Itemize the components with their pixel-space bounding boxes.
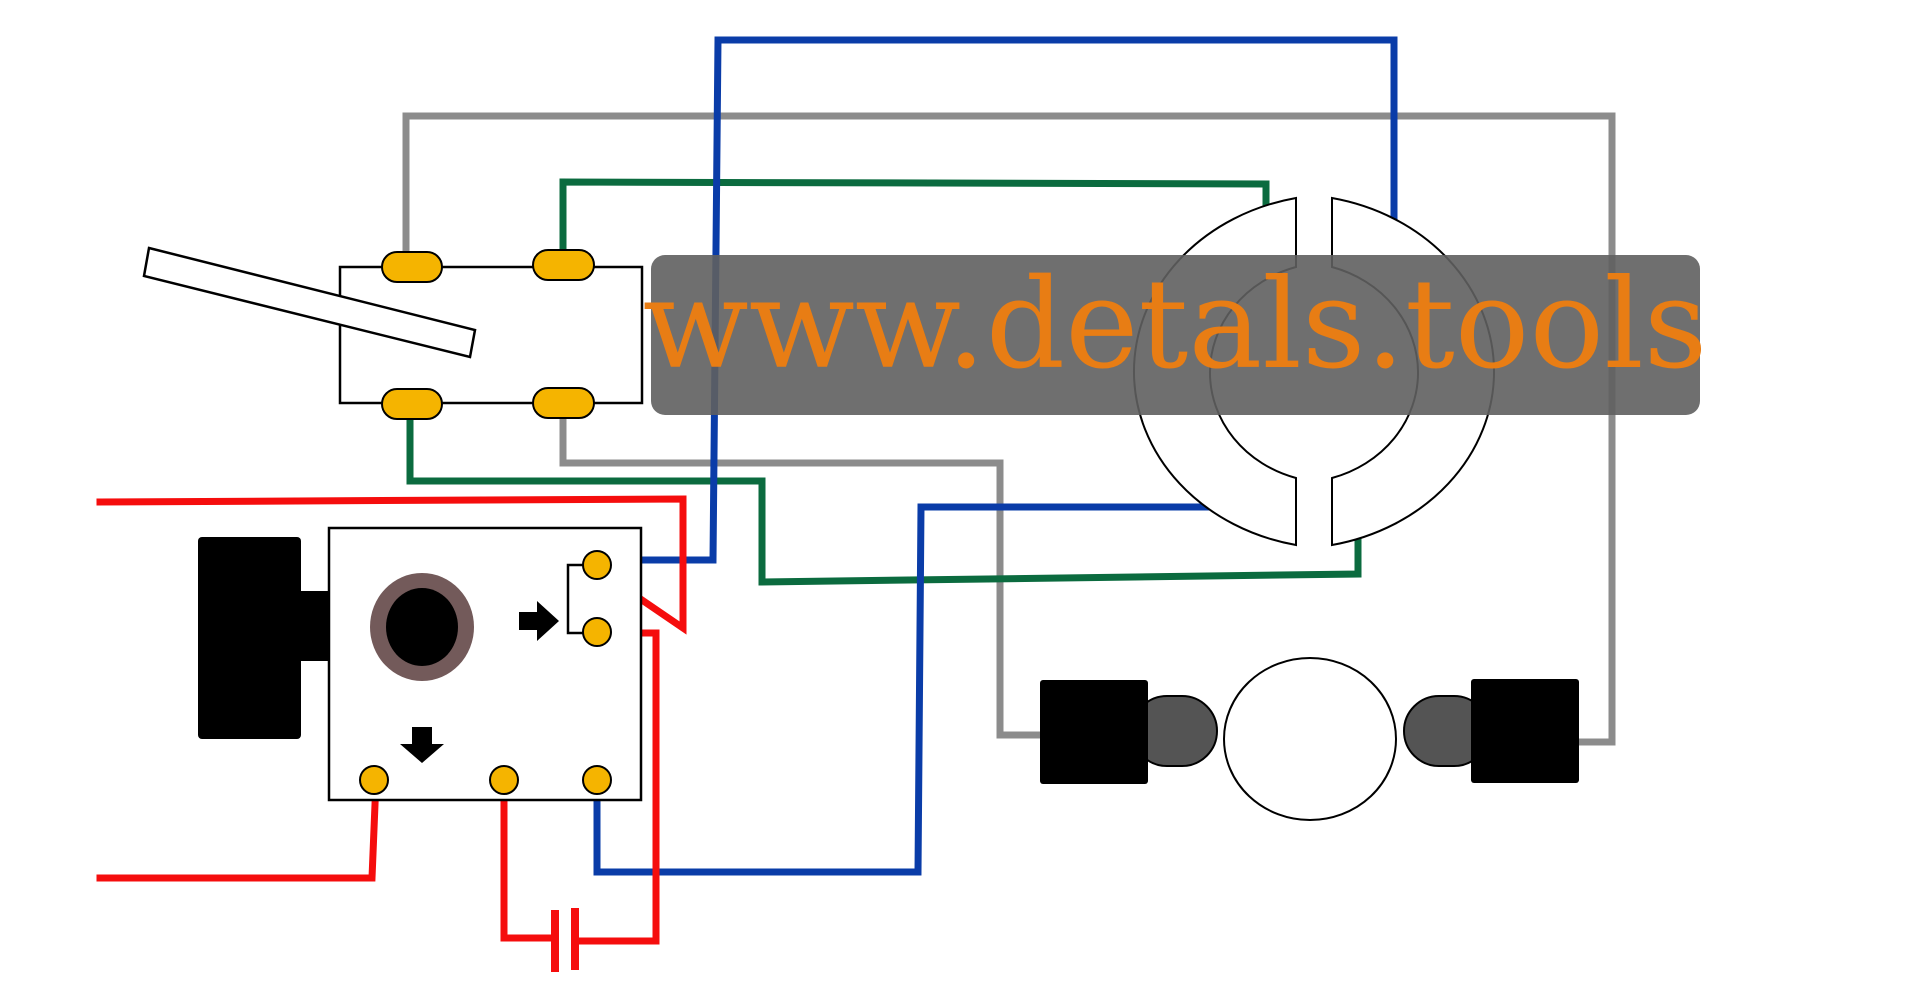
motor-brushes — [1040, 657, 1579, 821]
wire-blue-top — [592, 36, 1398, 564]
switch-terminal — [532, 249, 595, 281]
toggle-switch — [142, 246, 644, 420]
wire-green-bottom — [406, 399, 1362, 586]
wire-red-input-bottom — [96, 776, 380, 882]
relay-knob — [386, 588, 458, 666]
relay-terminal — [582, 550, 612, 580]
toggle-switch-lever — [142, 246, 477, 359]
capacitor — [551, 908, 579, 972]
brush-right-holder — [1471, 679, 1579, 783]
relay-terminal — [359, 765, 389, 795]
arrow-down-icon — [400, 727, 444, 763]
watermark-box — [651, 255, 1700, 415]
wire-gray-brush — [559, 399, 1044, 739]
wires — [96, 36, 1616, 945]
brush-left-holder — [1040, 680, 1148, 784]
wire-green-top — [559, 178, 1270, 266]
arrow-right-icon — [519, 601, 559, 641]
wire-gray-top — [402, 112, 1616, 746]
watermark-text: www.detals.tools — [643, 253, 1708, 397]
switch-terminal — [381, 388, 443, 420]
watermark: www.detals.tools — [643, 253, 1708, 415]
wire-blue-bottom — [593, 503, 1270, 876]
relay-mount-block — [198, 537, 301, 739]
relay-terminals — [359, 550, 612, 795]
wire-red-capacitor-left — [500, 776, 557, 942]
switch-terminal — [381, 251, 443, 283]
relay-terminal — [489, 765, 519, 795]
relay-contact-link — [566, 563, 595, 635]
relay-terminal — [582, 765, 612, 795]
switch-terminal — [532, 387, 595, 419]
motor-rotor — [1223, 657, 1397, 821]
relay-terminal — [582, 617, 612, 647]
toggle-switch-terminals — [381, 249, 595, 420]
start-relay — [198, 526, 643, 802]
